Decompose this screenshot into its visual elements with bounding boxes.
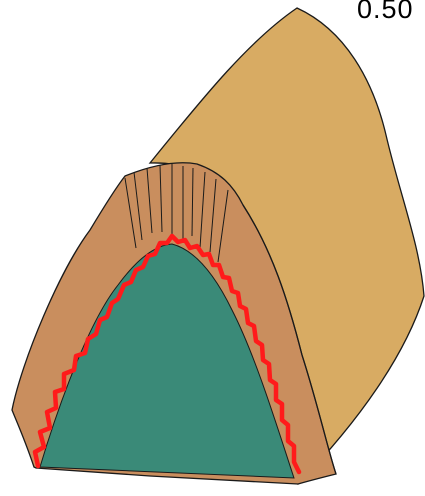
corner-label: 0.50 — [357, 0, 414, 25]
